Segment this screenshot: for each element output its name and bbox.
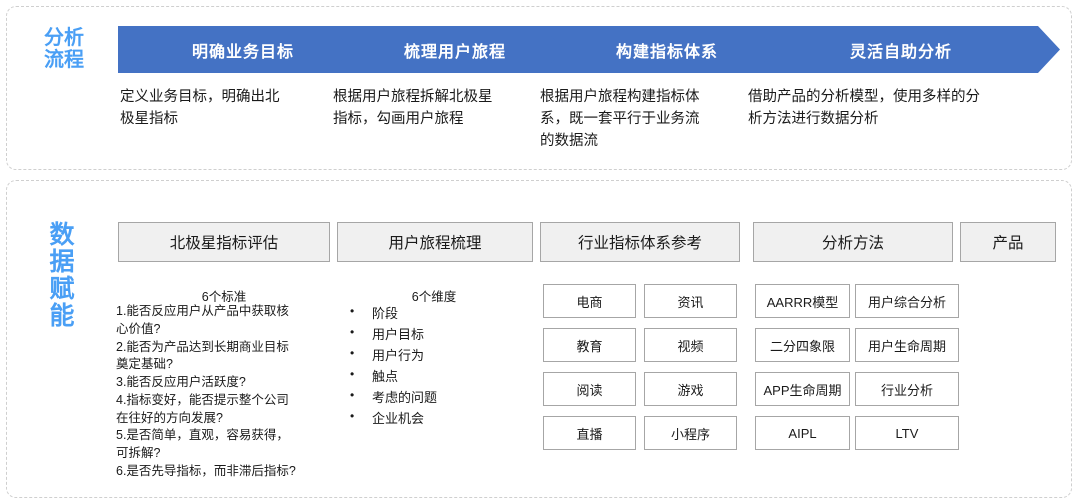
process-step-4-title: 灵活自助分析 [849,43,952,61]
list-item: 用户目标 [346,323,538,345]
industry-cell[interactable]: 小程序 [644,416,737,450]
process-step-1-title: 明确业务目标 [191,43,294,61]
list-item: 考虑的问题 [346,386,538,408]
industry-cell[interactable]: 直播 [543,416,636,450]
process-step-4-description: 借助产品的分析模型，使用多样的分 析方法进行数据分析 [748,89,980,127]
criteria-title: 6个标准 [201,290,247,304]
process-step-1-arrow[interactable]: 明确业务目标 [118,26,380,73]
list-item: 企业机会 [346,407,538,429]
list-item: 阶段 [346,302,538,324]
column-header-north-star-label: 北极星指标评估 [169,235,279,252]
process-step-3-description: 根据用户旅程构建指标体 系，既一套平行于业务流 的数据流 [540,89,700,149]
industry-cell[interactable]: 教育 [543,328,636,362]
column-header-user-journey-label: 用户旅程梳理 [388,235,482,252]
process-step-4-arrow[interactable]: 灵活自助分析 [754,26,1060,73]
column-header-analysis-method-label: 分析方法 [821,235,884,252]
method-cell[interactable]: AIPL [755,416,850,450]
process-step-2-description: 根据用户旅程拆解北极星 指标，勾画用户旅程 [333,89,493,127]
criteria-body: 1.能否反应用户从产品中获取核 心价值? 2.能否为产品达到长期商业目标 奠定基… [116,304,296,478]
process-step-1-description: 定义业务目标，明确出北 极星指标 [120,89,280,127]
data-section-label: 数据 赋能 [49,221,75,330]
column-header-analysis-method[interactable]: 分析方法 [753,222,953,262]
dimensions-list: 阶段 用户目标 用户行为 触点 考虑的问题 企业机会 [346,302,538,429]
industry-cell[interactable]: 资讯 [644,284,737,318]
column-header-user-journey[interactable]: 用户旅程梳理 [337,222,533,262]
product-cell[interactable]: 行业分析 [855,372,959,406]
industry-cell[interactable]: 电商 [543,284,636,318]
column-header-north-star[interactable]: 北极星指标评估 [118,222,330,262]
process-step-2-arrow[interactable]: 梳理用户旅程 [330,26,592,73]
dimensions-title: 6个维度 [411,290,457,304]
industry-cell[interactable]: 游戏 [644,372,737,406]
industry-cell[interactable]: 阅读 [543,372,636,406]
product-cell[interactable]: 用户综合分析 [855,284,959,318]
column-header-product-label: 产品 [992,235,1024,252]
process-step-3-title: 构建指标体系 [615,43,718,61]
method-cell[interactable]: 二分四象限 [755,328,850,362]
product-cell[interactable]: 用户生命周期 [855,328,959,362]
list-item: 触点 [346,365,538,387]
process-arrow-row: 明确业务目标 梳理用户旅程 构建指标体系 灵活自助分析 [118,26,1060,73]
list-item: 用户行为 [346,344,538,366]
process-step-2-title: 梳理用户旅程 [403,43,506,61]
method-cell[interactable]: APP生命周期 [755,372,850,406]
product-cell[interactable]: LTV [855,416,959,450]
column-header-industry-metrics[interactable]: 行业指标体系参考 [540,222,740,262]
industry-cell[interactable]: 视频 [644,328,737,362]
method-cell[interactable]: AARRR模型 [755,284,850,318]
column-header-product[interactable]: 产品 [960,222,1056,262]
process-step-3-arrow[interactable]: 构建指标体系 [542,26,804,73]
process-section-label: 分析 流程 [44,27,84,71]
column-header-industry-metrics-label: 行业指标体系参考 [577,235,702,252]
